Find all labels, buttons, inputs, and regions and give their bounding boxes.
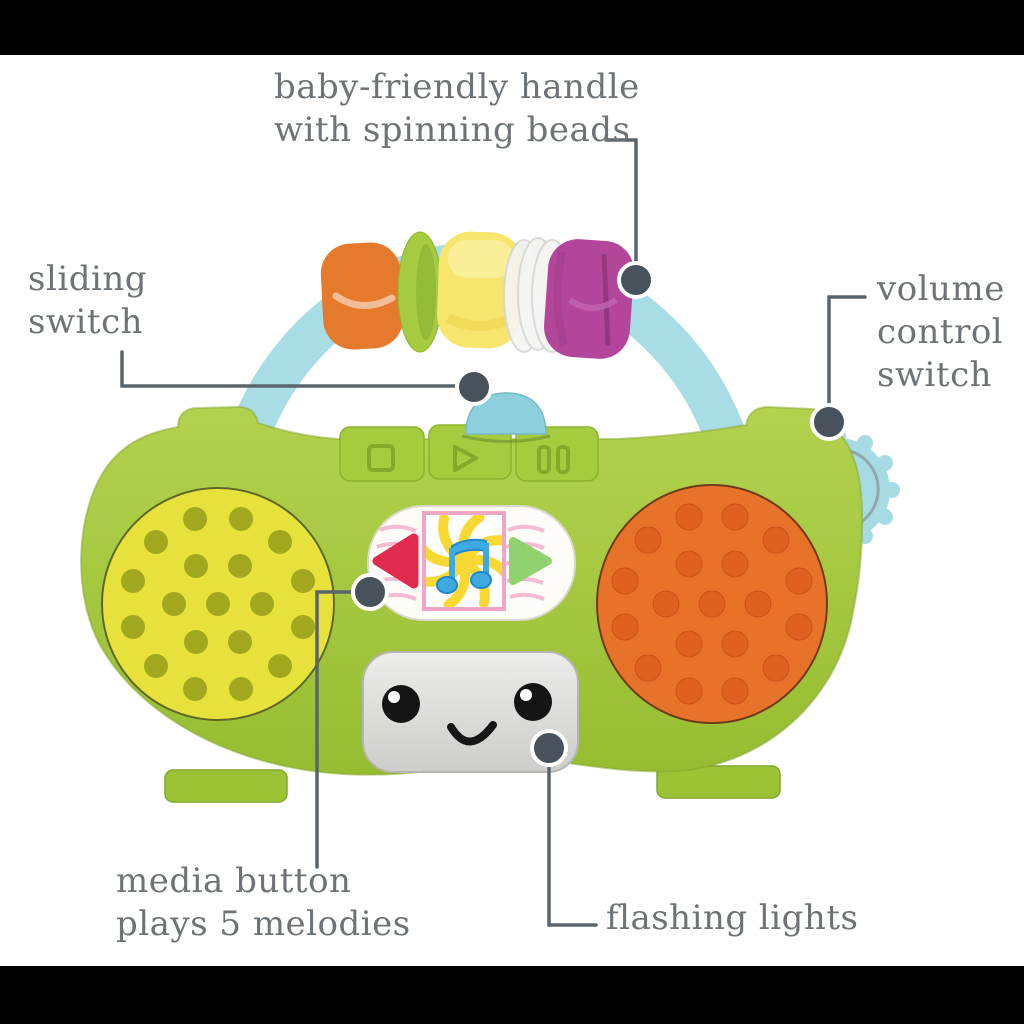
top-letterbox-bar xyxy=(0,0,1024,55)
bead-green-ring xyxy=(397,231,443,353)
spinning-beads xyxy=(320,231,634,359)
callout-dot-volume xyxy=(810,403,848,441)
smile xyxy=(447,721,497,746)
stop-button xyxy=(339,426,425,482)
rewind-icon xyxy=(372,533,419,589)
left-speaker-yellow xyxy=(101,487,335,721)
label-sliding-line1: sliding xyxy=(28,259,147,299)
callout-line-media-button xyxy=(315,590,353,869)
callout-line-flashing-lights xyxy=(547,766,598,927)
callout-line-handle xyxy=(604,138,638,263)
callout-line-sliding-switch xyxy=(120,350,457,388)
callout-dot-media-button xyxy=(351,573,389,611)
bead-orange xyxy=(320,242,404,350)
music-note-icon xyxy=(436,538,492,594)
left-foot xyxy=(164,769,288,803)
label-media-button: media button plays 5 melodies xyxy=(116,860,411,946)
forward-icon xyxy=(509,537,552,585)
right-foot xyxy=(656,765,781,799)
label-flashing-line1: flashing lights xyxy=(606,898,859,938)
callout-line-volume xyxy=(827,295,867,405)
play-icon xyxy=(453,445,478,472)
face-screen xyxy=(362,651,579,773)
label-media-line2: plays 5 melodies xyxy=(116,904,411,944)
label-flashing-lights: flashing lights xyxy=(606,897,858,940)
pause-icon xyxy=(537,445,570,474)
label-sliding-switch: sliding switch xyxy=(28,258,147,344)
label-volume-line1: volume xyxy=(877,269,1005,309)
right-speaker-orange xyxy=(596,484,828,724)
speaker-bumps xyxy=(611,503,813,705)
callout-dot-handle xyxy=(617,261,655,299)
label-handle-line1: baby-friendly handle xyxy=(274,67,640,107)
label-handle: baby-friendly handle with spinning beads xyxy=(274,66,640,152)
stop-icon xyxy=(367,444,395,472)
speaker-holes xyxy=(121,507,315,701)
bead-magenta xyxy=(544,239,634,359)
label-volume-switch: volume control switch xyxy=(877,268,1005,397)
callout-dot-flashing-lights xyxy=(530,729,568,767)
bottom-letterbox-bar xyxy=(0,966,1024,1024)
media-panel xyxy=(367,505,576,621)
bead-yellow xyxy=(437,231,523,349)
label-media-line1: media button xyxy=(116,861,352,901)
label-volume-line3: switch xyxy=(877,355,993,395)
label-volume-line2: control xyxy=(877,312,1004,352)
label-handle-line2: with spinning beads xyxy=(274,110,631,150)
callout-dot-sliding-switch xyxy=(455,368,493,406)
sliding-switch-knob xyxy=(461,392,551,443)
label-sliding-line2: switch xyxy=(28,302,144,342)
left-eye xyxy=(382,685,420,723)
right-eye xyxy=(514,683,552,721)
